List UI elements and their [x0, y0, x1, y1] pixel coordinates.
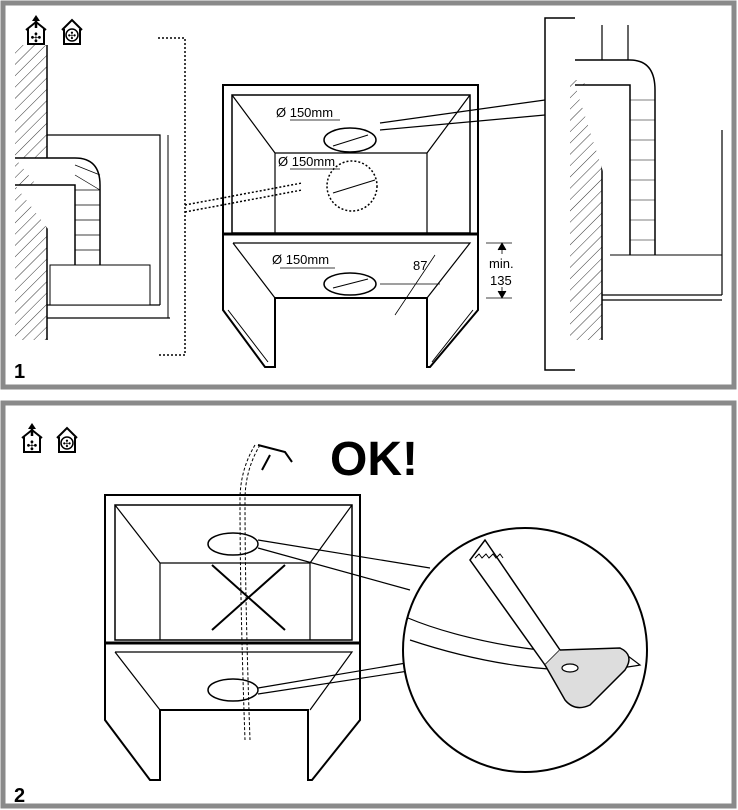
ok-label: OK!	[330, 433, 418, 486]
offset-label: 87	[413, 258, 427, 273]
diameter-top-label: Ø 150mm	[276, 105, 333, 120]
step-number-1: 1	[14, 361, 25, 383]
right-detail-view	[544, 17, 723, 371]
diameter-back-label: Ø 150mm	[278, 154, 335, 169]
cabinet-1	[222, 84, 546, 368]
magnified-cutting-detail	[402, 527, 648, 773]
min-value-label: 135	[490, 273, 512, 288]
panel-2: OK! 2	[0, 400, 737, 809]
cabinet-2	[104, 444, 431, 781]
min-label: min.	[489, 256, 514, 271]
panel-1: Ø 150mm Ø 150mm Ø 150mm 87 min. 135 1	[0, 0, 737, 390]
step-number-2: 2	[14, 785, 25, 807]
diameter-bottom-label: Ø 150mm	[272, 252, 329, 267]
left-detail-view	[15, 37, 303, 356]
